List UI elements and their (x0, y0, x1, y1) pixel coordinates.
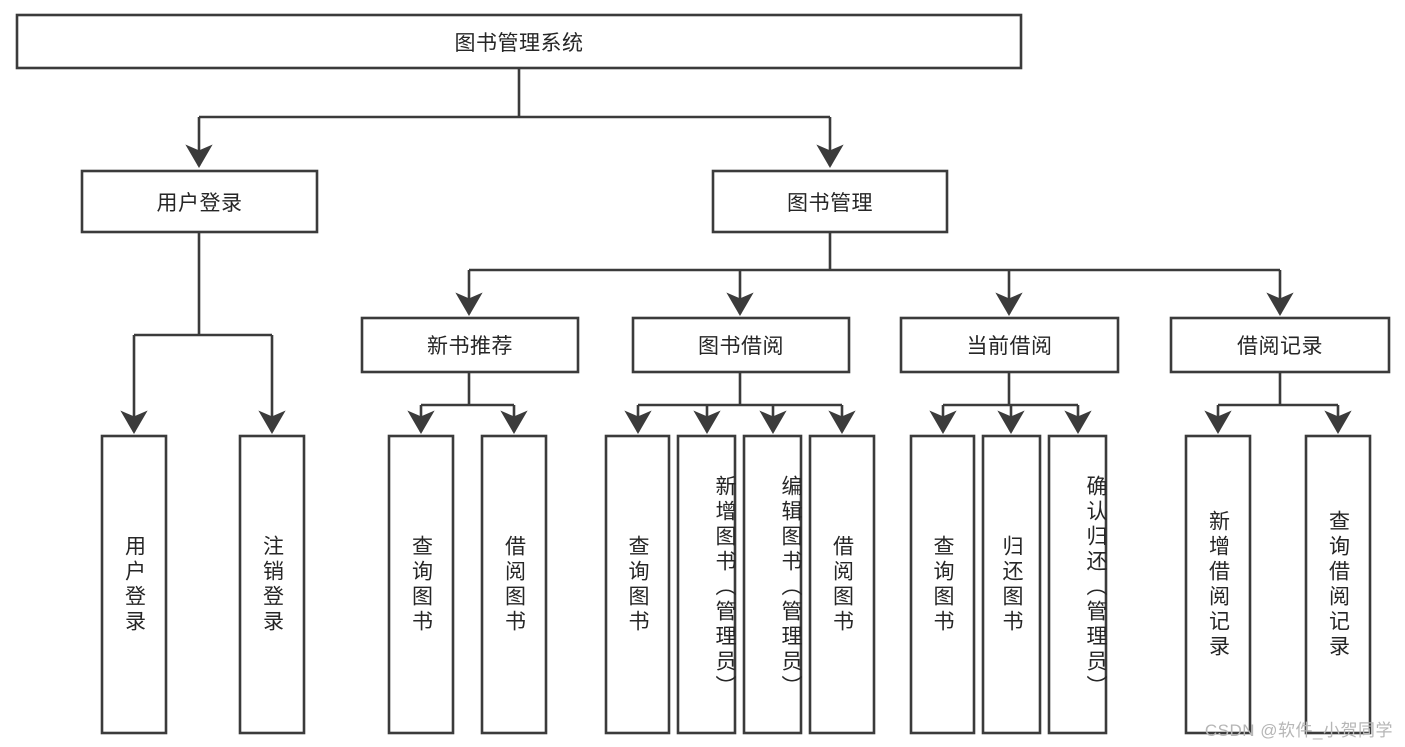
node-box-leaf-confirm-return[interactable] (1047, 434, 1108, 735)
watermark-text: CSDN @软件_小贺同学 (1204, 721, 1393, 740)
node-box-leaf-query-book-3[interactable] (909, 434, 976, 735)
node-box-book-borrow[interactable] (631, 316, 851, 374)
node-box-leaf-logout[interactable] (238, 434, 306, 735)
node-box-leaf-borrow-book-2[interactable] (808, 434, 876, 735)
node-box-book-management[interactable] (711, 169, 949, 234)
node-box-new-book-recommend[interactable] (360, 316, 580, 374)
node-box-leaf-user-login[interactable] (100, 434, 168, 735)
node-box-leaf-borrow-book-1[interactable] (480, 434, 548, 735)
node-box-leaf-query-book-1[interactable] (387, 434, 455, 735)
node-box-leaf-add-book[interactable] (676, 434, 737, 735)
node-box-user-login[interactable] (80, 169, 319, 234)
node-box-leaf-return-book[interactable] (981, 434, 1042, 735)
node-box-leaf-query-book-2[interactable] (604, 434, 671, 735)
node-box-root[interactable] (15, 13, 1023, 70)
node-box-leaf-edit-book[interactable] (742, 434, 803, 735)
node-box-leaf-query-record[interactable] (1304, 434, 1372, 735)
node-box-leaf-add-record[interactable] (1184, 434, 1252, 735)
node-box-current-borrow[interactable] (899, 316, 1120, 374)
node-box-borrow-record[interactable] (1169, 316, 1391, 374)
